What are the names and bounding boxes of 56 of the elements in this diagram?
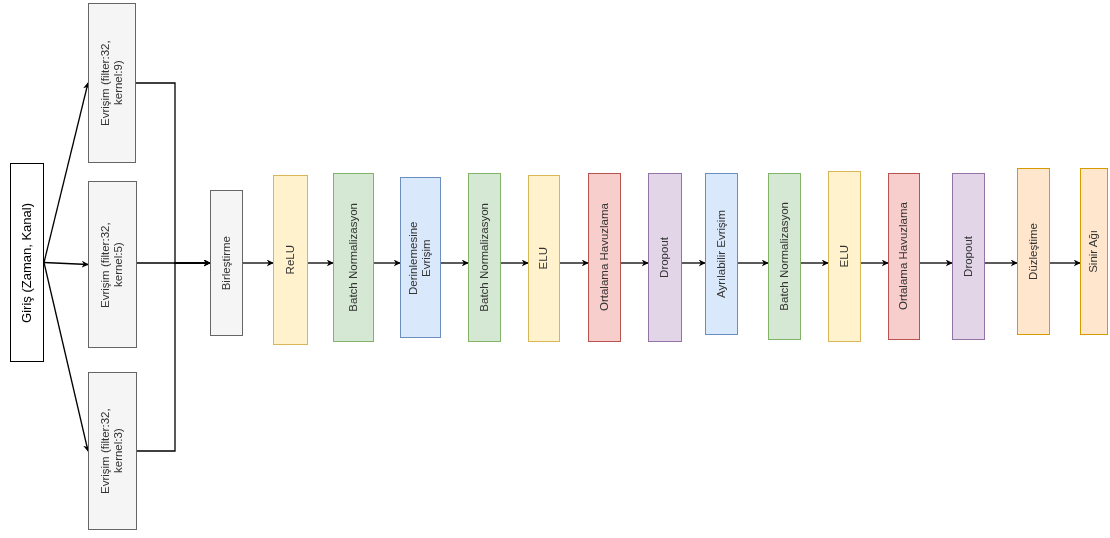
layer-label: Derinlemesine Evrişim	[407, 219, 434, 297]
arrow	[984, 259, 1018, 267]
layer-label: Evrişim (filter:32, kernel:9)	[98, 39, 125, 128]
layer-label: Batch Normalizasyon	[777, 202, 791, 311]
arrow	[681, 259, 706, 267]
arrow	[800, 259, 829, 267]
layer-box	[768, 173, 801, 340]
layer-box	[528, 175, 560, 342]
arrow	[1049, 259, 1081, 267]
arrow	[919, 259, 953, 267]
arrow	[307, 259, 334, 267]
layer-box	[333, 173, 374, 342]
layer-label: Düzleştime	[1026, 223, 1040, 280]
layer-label: ELU	[837, 245, 851, 268]
layer-label: ReLU	[283, 245, 297, 275]
arrow	[43, 261, 90, 452]
layer-label: Sinir Ağı	[1087, 230, 1101, 273]
layer-box	[888, 173, 920, 340]
layer-label: Ortalama Havuzlama	[897, 202, 911, 311]
layer-label: Ayrılabilir Evrişim	[714, 210, 728, 298]
arrow	[860, 259, 889, 267]
arrow	[43, 82, 90, 264]
layer-label: Birleştirme	[219, 235, 233, 291]
layer-label: Dropout	[961, 236, 975, 277]
layer-box	[705, 173, 738, 335]
arrow	[373, 259, 401, 267]
layer-box	[468, 173, 501, 342]
layer-label: Ortalama Havuzlama	[597, 203, 611, 312]
arrow	[620, 259, 649, 267]
arrow	[559, 259, 589, 267]
layer-label: Dropout	[658, 237, 672, 278]
layer-box	[828, 171, 861, 342]
layer-label: Batch Normalizasyon	[477, 203, 491, 312]
layer-box	[1080, 168, 1108, 335]
layer-label: Evrişim (filter:32, kernel:3)	[99, 407, 126, 496]
layer-label: Batch Normalizasyon	[346, 203, 360, 312]
layer-box	[952, 173, 985, 340]
layer-box	[88, 372, 137, 530]
arrow	[500, 259, 529, 267]
arrow	[43, 260, 89, 268]
layer-box	[88, 3, 136, 163]
layer-box	[273, 175, 308, 345]
layer-label: Evrişim (filter:32, kernel:5)	[99, 220, 126, 310]
layer-box	[1017, 168, 1050, 335]
arrow	[737, 259, 769, 267]
arrow	[242, 259, 274, 267]
layer-label: ELU	[537, 247, 551, 270]
arrow	[136, 259, 211, 452]
arrow	[440, 259, 469, 267]
layer-box	[648, 173, 682, 342]
layer-box	[210, 190, 243, 336]
layer-box	[10, 163, 44, 362]
layer-label: Giriş (Zaman, Kanal)	[19, 202, 35, 323]
layer-box	[400, 177, 441, 338]
layer-box	[588, 173, 621, 342]
layer-box	[88, 181, 137, 348]
